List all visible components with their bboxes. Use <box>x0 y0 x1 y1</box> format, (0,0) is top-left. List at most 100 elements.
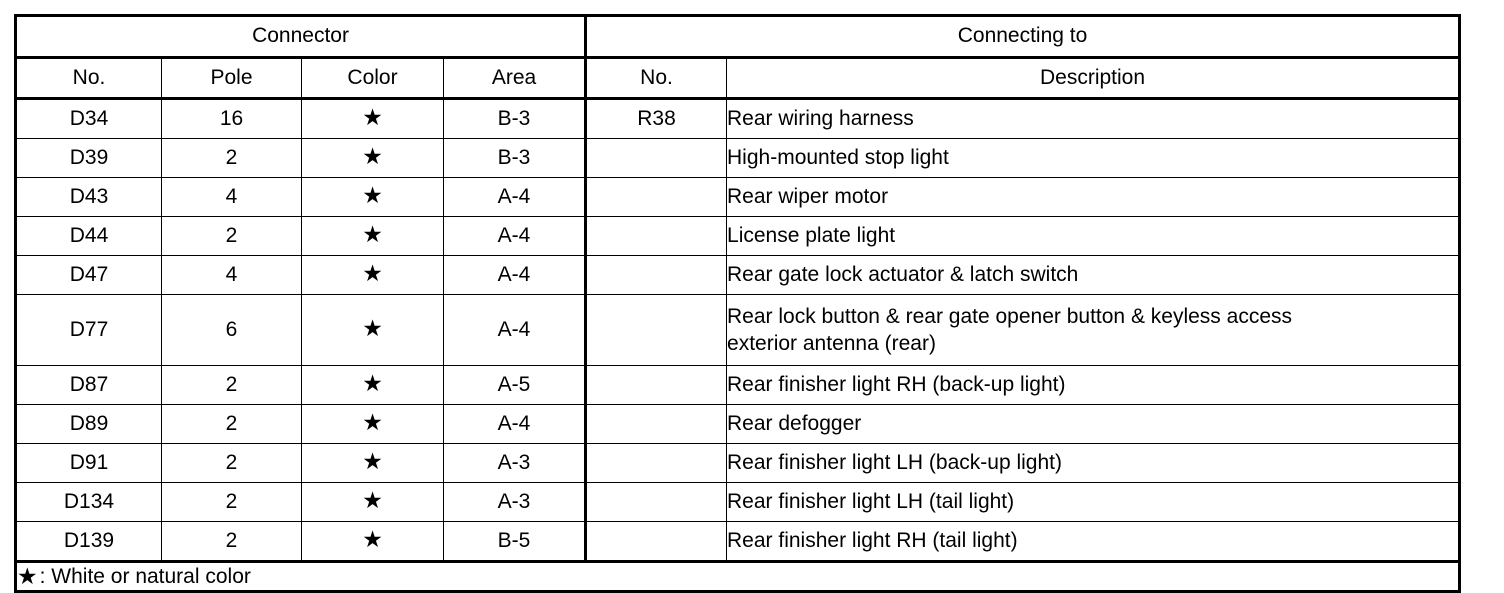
cell-color: ★ <box>301 255 444 295</box>
star-icon: ★ <box>362 315 383 342</box>
cell-area: A-3 <box>442 482 588 522</box>
star-icon: ★ <box>362 370 383 397</box>
cell-pole: 2 <box>161 216 302 256</box>
cell-connector-no: D44 <box>15 216 162 256</box>
description-line-2: exterior antenna (rear) <box>727 332 936 355</box>
column-header-description: Description <box>726 57 1461 100</box>
cell-pole: 2 <box>161 521 302 563</box>
cell-pole: 2 <box>161 443 302 483</box>
cell-description: Rear finisher light LH (back-up light) <box>726 443 1461 483</box>
table-row: D39 2 ★ B-3 High-mounted stop light <box>15 138 1461 178</box>
star-icon: ★ <box>362 526 383 553</box>
table-row: D77 6 ★ A-4 Rear lock button & rear gate… <box>15 294 1461 366</box>
cell-connector-no: D77 <box>15 294 162 366</box>
cell-description: Rear wiper motor <box>726 177 1461 217</box>
table-row: D87 2 ★ A-5 Rear finisher light RH (back… <box>15 365 1461 405</box>
table-row: D91 2 ★ A-3 Rear finisher light LH (back… <box>15 443 1461 483</box>
cell-connector-no: D39 <box>15 138 162 178</box>
cell-area: A-4 <box>442 255 588 295</box>
cell-color: ★ <box>301 216 444 256</box>
star-icon: ★ <box>362 182 383 209</box>
cell-area: A-4 <box>442 404 588 444</box>
star-icon: ★ <box>362 143 383 170</box>
cell-pole: 4 <box>161 255 302 295</box>
cell-color: ★ <box>301 98 444 139</box>
cell-color: ★ <box>301 177 444 217</box>
star-icon: ★ <box>362 487 383 514</box>
column-header-row: No. Pole Color Area No. Description <box>15 57 1461 100</box>
cell-pole: 4 <box>161 177 302 217</box>
cell-connecting-no <box>585 443 728 483</box>
connector-table: Connector Connecting to No. Pole Color A… <box>14 14 1462 593</box>
cell-connecting-no <box>585 138 728 178</box>
group-header-connector: Connector <box>14 15 588 59</box>
group-header-connecting-to: Connecting to <box>585 15 1461 59</box>
cell-description: Rear gate lock actuator & latch switch <box>726 255 1461 295</box>
cell-connector-no: D34 <box>15 98 162 139</box>
cell-description: Rear finisher light RH (tail light) <box>726 521 1461 563</box>
cell-connector-no: D87 <box>15 365 162 405</box>
cell-color: ★ <box>301 443 444 483</box>
column-header-color: Color <box>301 57 444 100</box>
cell-description: High-mounted stop light <box>726 138 1461 178</box>
cell-description: Rear defogger <box>726 404 1461 444</box>
cell-connector-no: D134 <box>15 482 162 522</box>
cell-connecting-no <box>585 177 728 217</box>
cell-description: Rear wiring harness <box>726 98 1461 139</box>
column-header-pole: Pole <box>161 57 302 100</box>
star-icon: ★ <box>362 448 383 475</box>
legend-text: : White or natural color <box>39 565 251 588</box>
cell-description: License plate light <box>726 216 1461 256</box>
table-row: D134 2 ★ A-3 Rear finisher light LH (tai… <box>15 482 1461 522</box>
table-row: D139 2 ★ B-5 Rear finisher light RH (tai… <box>15 521 1461 563</box>
group-header-row: Connector Connecting to <box>14 15 1461 59</box>
cell-area: A-5 <box>442 365 588 405</box>
cell-pole: 2 <box>161 482 302 522</box>
star-icon: ★ <box>362 409 383 436</box>
cell-connecting-no <box>585 216 728 256</box>
cell-description: Rear finisher light LH (tail light) <box>726 482 1461 522</box>
table-row: D47 4 ★ A-4 Rear gate lock actuator & la… <box>15 255 1461 295</box>
cell-color: ★ <box>301 482 444 522</box>
cell-color: ★ <box>301 521 444 563</box>
cell-area: B-3 <box>442 98 588 139</box>
cell-pole: 6 <box>161 294 302 366</box>
cell-connecting-no <box>585 365 728 405</box>
cell-connector-no: D91 <box>15 443 162 483</box>
cell-area: A-4 <box>442 294 588 366</box>
cell-connector-no: D43 <box>15 177 162 217</box>
cell-area: A-4 <box>442 216 588 256</box>
cell-area: A-3 <box>442 443 588 483</box>
cell-connector-no: D89 <box>15 404 162 444</box>
cell-connecting-no <box>585 482 728 522</box>
column-header-connecting-no: No. <box>585 57 728 100</box>
table-row: D43 4 ★ A-4 Rear wiper motor <box>15 177 1461 217</box>
table-body: D34 16 ★ B-3 R38 Rear wiring harness D39… <box>14 98 1461 593</box>
star-icon: ★ <box>362 260 383 287</box>
cell-connecting-no <box>585 294 728 366</box>
star-icon: ★ <box>17 563 38 589</box>
cell-color: ★ <box>301 294 444 366</box>
description-line-1: Rear lock button & rear gate opener butt… <box>727 304 1292 328</box>
table-row: D34 16 ★ B-3 R38 Rear wiring harness <box>15 98 1461 139</box>
cell-connecting-no: R38 <box>585 98 728 139</box>
table-row: D89 2 ★ A-4 Rear defogger <box>15 404 1461 444</box>
cell-description: Rear lock button & rear gate opener butt… <box>726 294 1461 366</box>
star-icon: ★ <box>362 104 383 131</box>
cell-connecting-no <box>585 255 728 295</box>
column-header-area: Area <box>442 57 588 100</box>
cell-area: B-3 <box>442 138 588 178</box>
cell-area: B-5 <box>442 521 588 563</box>
connector-table-sheet: Connector Connecting to No. Pole Color A… <box>14 14 1462 593</box>
legend-row: ★: White or natural color <box>14 560 1461 593</box>
cell-connecting-no <box>585 521 728 563</box>
cell-area: A-4 <box>442 177 588 217</box>
table-row: D44 2 ★ A-4 License plate light <box>15 216 1461 256</box>
cell-color: ★ <box>301 138 444 178</box>
cell-pole: 16 <box>161 98 302 139</box>
cell-color: ★ <box>301 404 444 444</box>
star-icon: ★ <box>362 221 383 248</box>
cell-color: ★ <box>301 365 444 405</box>
cell-connector-no: D139 <box>15 521 162 563</box>
cell-pole: 2 <box>161 404 302 444</box>
